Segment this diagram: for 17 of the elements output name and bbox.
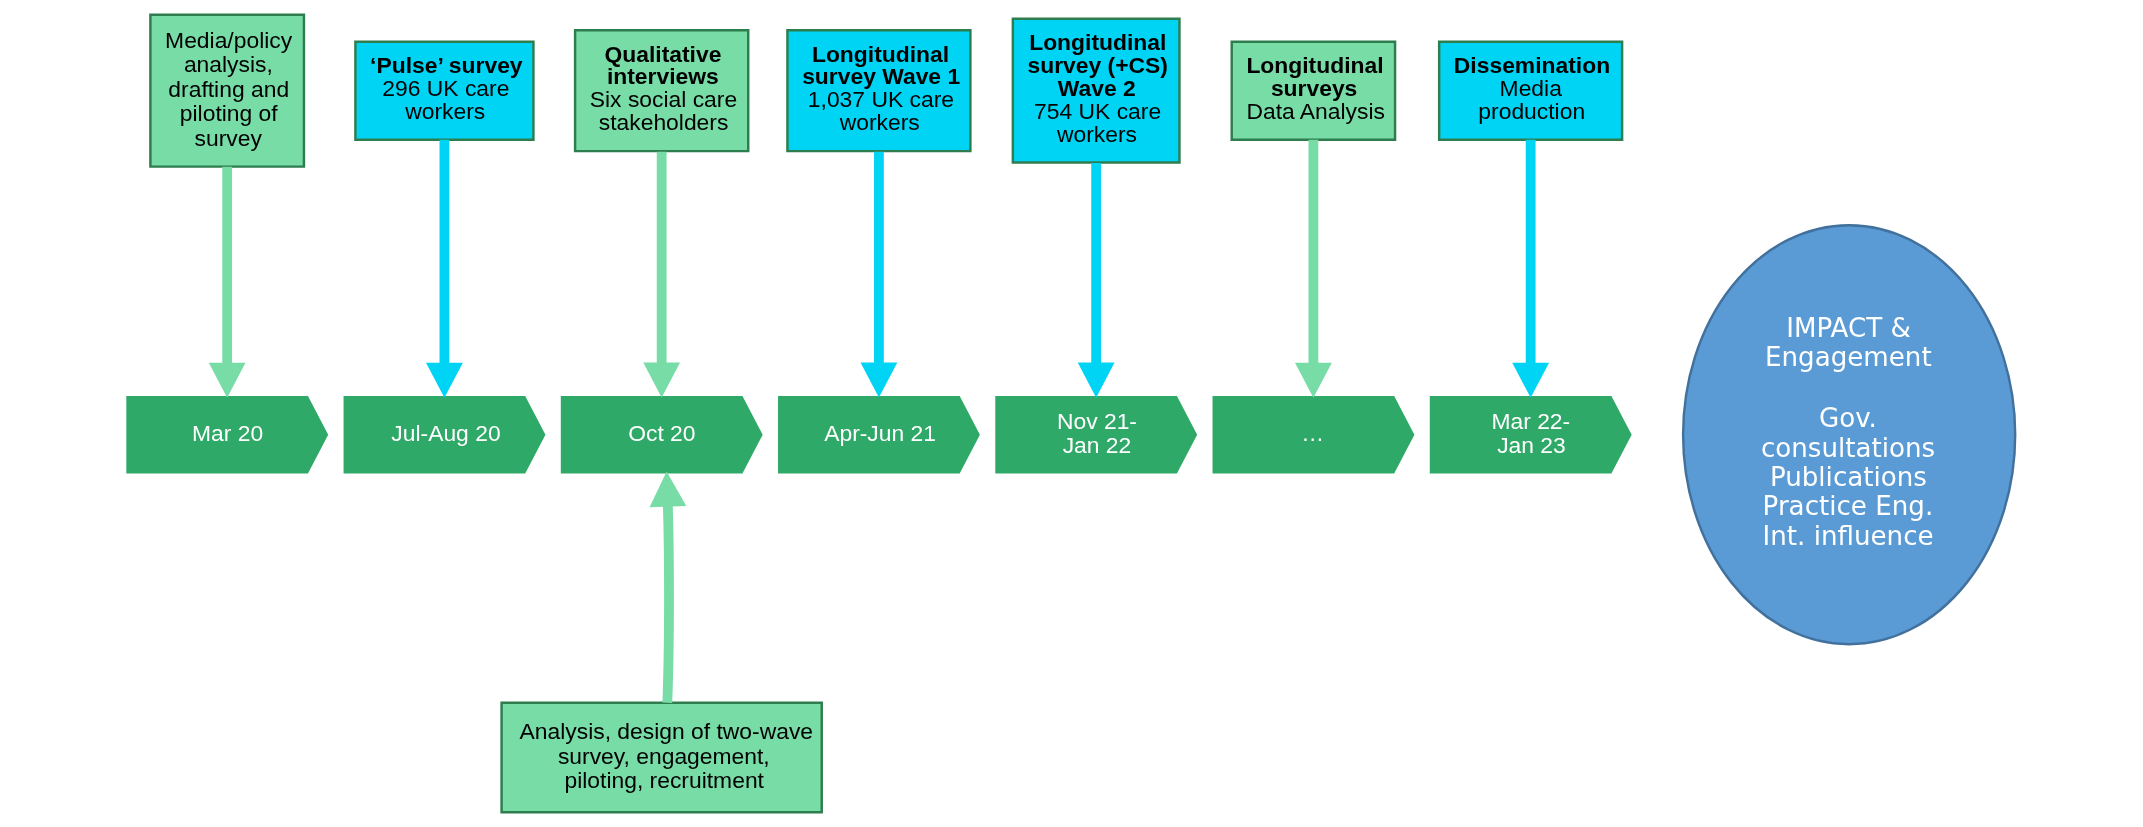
node-box: Analysis, design of two-wave survey, engagement, piloting, recruitment (500, 701, 823, 814)
node-box: Dissemination Media production (1437, 40, 1624, 141)
arrow (1512, 139, 1550, 398)
node-ellipse: IMPACT & Engagement Gov. consultations Publications Practice Eng. Int. influence (1681, 224, 2017, 646)
arrow (1295, 139, 1332, 398)
arrow (1077, 162, 1115, 398)
node-box: Media/policy analysis, drafting and piloting of survey (149, 13, 306, 168)
node-box: ‘Pulse’ survey 296 UK care workers (354, 40, 535, 141)
node-box: Qualitative interviews Six social care stakeholders (573, 29, 750, 153)
node-box: Longitudinal surveys Data Analysis (1230, 40, 1397, 141)
arrow (649, 471, 687, 703)
node-box: Longitudinal survey Wave 1 1,037 UK care workers (786, 29, 972, 153)
node-box: Longitudinal survey (+CS) Wave 2 754 UK care workers (1011, 17, 1181, 164)
arrow (426, 139, 463, 398)
arrow (860, 151, 898, 398)
arrow (208, 166, 246, 398)
arrow (643, 151, 681, 398)
